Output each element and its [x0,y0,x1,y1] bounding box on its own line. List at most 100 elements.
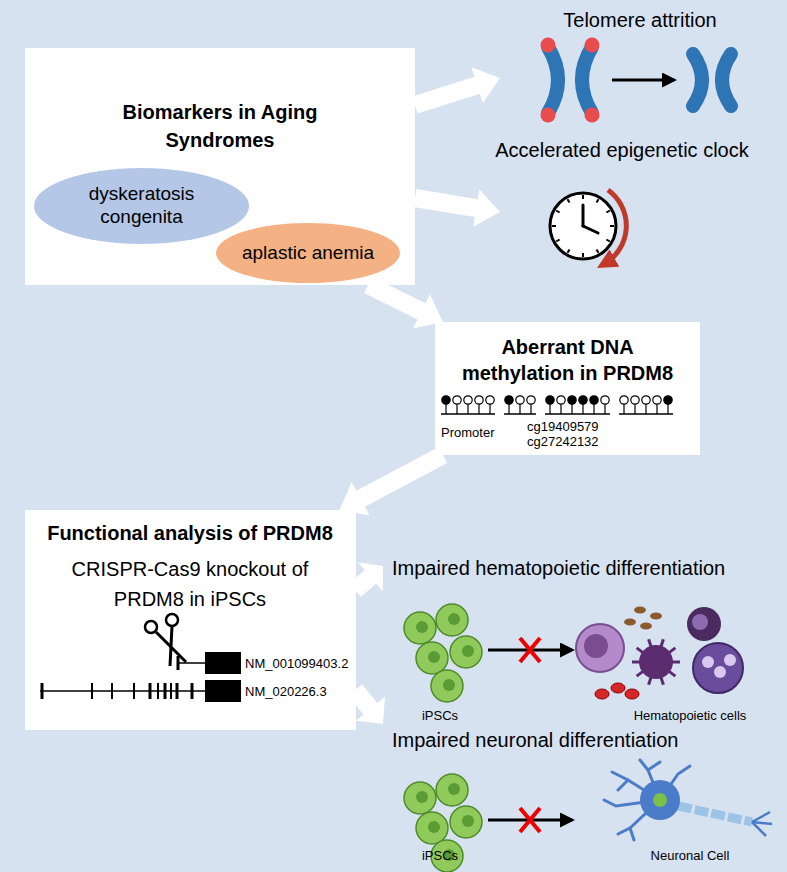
figure-part [630,828,634,840]
figure-part [404,612,436,644]
figure-part [623,404,624,414]
figure-part [618,780,628,790]
figure-part [416,791,428,803]
panel-heading: Impaired neuronal differentiation [392,728,782,753]
figure-part [541,108,556,123]
figure-part [649,639,651,647]
syndrome-ellipse: aplastic anemia [215,222,401,284]
panel-heading: Accelerated epigenetic clock [472,138,772,163]
figure-part [653,396,661,404]
figure-part [176,683,179,699]
figure-part [549,404,550,414]
figure-part [145,621,157,633]
figure-part [170,683,172,699]
functional-box: Functional analysis of PRDM8CRISPR-Cas9 … [25,510,356,730]
figure-part [571,404,572,414]
figure-part [582,205,585,226]
figure-part [519,404,520,414]
figure-part [552,225,556,227]
figure-part [560,404,561,414]
figure-part [431,670,463,702]
figure-part [611,683,625,693]
figure-part [416,642,448,674]
figure-part [548,47,558,113]
figure-part [606,240,609,242]
flow-arrow [412,67,500,113]
figure-part [640,780,680,820]
figure-part [436,774,468,806]
figure-part [568,249,570,252]
clock-icon [550,190,626,264]
figure-part [546,396,554,404]
figure-part [416,812,448,844]
figure-part [620,396,628,404]
figure-part [702,656,714,668]
figure-part [442,396,450,404]
figure-part [520,808,540,832]
figure-part [634,607,646,614]
node-text: NM_020226.3 [245,684,353,699]
figure-part [404,782,436,814]
figure-part [612,79,674,82]
figure-part [669,648,675,653]
figure-part [645,404,646,414]
figure-part [40,690,205,692]
figure-part [443,679,455,691]
figure-part [639,645,673,679]
node-text: CRISPR-Cas9 knockout of PRDM8 in iPSCs [60,554,320,614]
figure-part [448,613,460,625]
blocked-arrow [488,638,572,662]
figure-part [604,190,626,264]
figure-part [585,108,600,123]
figure-part [687,607,721,641]
node-text: Promoter [441,425,521,440]
node-title: Functional analysis of PRDM8 [30,520,350,546]
figure-part [527,396,535,404]
figure-part [653,793,667,807]
figure-part [149,683,152,699]
figure-part [637,648,643,653]
figure-part [436,604,468,636]
figure-part [632,661,640,664]
figure-part [520,808,540,832]
figure-part [582,404,583,414]
figure-part [205,680,241,702]
figure-part [111,683,113,699]
figure-part [656,404,657,414]
figure-part [441,396,673,414]
figure-part [597,249,599,252]
ellipse-shape [34,168,249,244]
figure-part [462,645,474,657]
figure-part [170,626,172,666]
chromosome-figure [541,38,732,123]
figure-part [722,54,731,106]
figure-part [579,396,587,404]
figure-part [724,654,736,666]
figure-part [550,193,616,259]
figure-part [624,619,636,626]
figure-part [568,199,570,202]
figure-part [582,47,592,113]
figure-part [191,683,194,699]
hematopoietic-cells [576,607,743,700]
neuron-figure [604,760,772,840]
figure-part [166,614,178,626]
methylation-box: Aberrant DNA methylation in PRDM8Promote… [435,322,700,455]
node-title: aplastic anemia [228,242,388,265]
figure-part [693,643,743,693]
figure-part [177,656,180,670]
figure-part [640,623,652,630]
figure-part [692,614,708,630]
figure-part [41,683,44,699]
panel-heading: Impaired hematopoietic differentiation [392,556,782,581]
flow-arrow [339,447,447,515]
figure-part [650,613,662,620]
figure-part [752,812,770,822]
figure-part [520,638,540,662]
figure-part [489,404,490,414]
figure-part [582,195,584,199]
figure-part [678,806,752,822]
figure-part [583,226,598,233]
figure-part [486,396,494,404]
biomarker-box: Biomarkers in Aging Syndromesdyskeratosi… [25,48,415,285]
